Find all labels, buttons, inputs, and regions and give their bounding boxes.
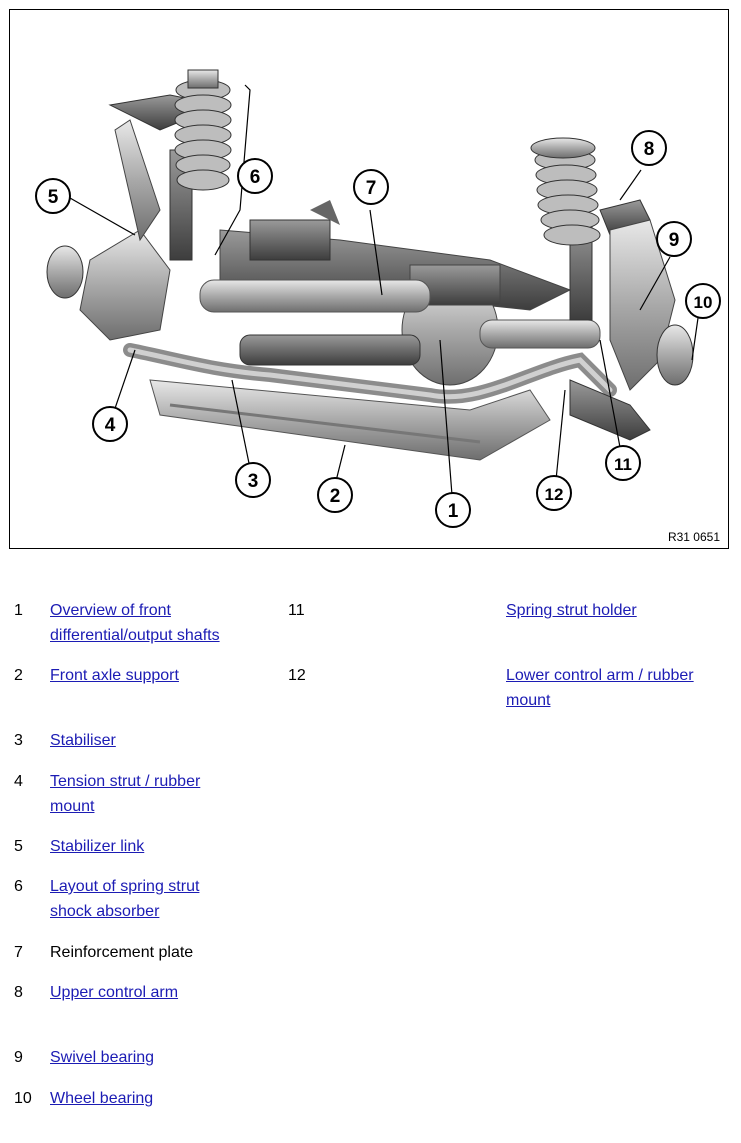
legend-number: 6 [14,878,23,895]
svg-text:4: 4 [105,415,116,436]
legend-number: 8 [14,984,23,1001]
left-spring [174,79,232,191]
legend-number: 2 [14,667,23,684]
callout-5: 5 [35,178,71,214]
legend-number: 9 [14,1049,23,1066]
svg-text:1: 1 [448,501,459,522]
callout-9: 9 [656,221,692,257]
svg-text:2: 2 [330,486,341,507]
svg-text:8: 8 [644,139,655,160]
legend-link-wheel-bearing[interactable]: Wheel bearing [50,1090,154,1107]
legend-link-stabilizer-link[interactable]: Stabilizer link [50,838,145,855]
legend-number: 11 [288,602,305,619]
svg-text:3: 3 [248,471,259,492]
right-spring [534,149,601,246]
callout-10: 10 [685,283,721,319]
axle-diagram: 1 2 3 4 5 6 7 8 9 10 11 12 R31 0651 [9,9,729,549]
legend-link-stabiliser[interactable]: Stabiliser [50,732,116,749]
svg-text:9: 9 [669,230,680,251]
legend-number: 4 [14,773,23,790]
svg-text:5: 5 [48,187,59,208]
svg-text:7: 7 [366,178,377,199]
legend-number: 5 [14,838,23,855]
figure-reference: R31 0651 [667,530,720,544]
leader-lines [69,84,699,509]
callout-11: 11 [605,445,641,481]
axle-support-shape [149,379,551,461]
callout-1: 1 [435,492,471,528]
legend-link-swivel-bearing[interactable]: Swivel bearing [50,1049,155,1066]
callout-7: 7 [353,169,389,205]
svg-text:10: 10 [694,293,713,312]
svg-text:11: 11 [614,455,632,474]
svg-text:6: 6 [250,167,261,188]
legend-number: 7 [14,944,23,961]
legend-number: 3 [14,732,23,749]
legend-link-axle-support[interactable]: Front axle support [50,667,179,684]
legend-number: 1 [14,602,23,619]
legend-text-reinforcement-plate: Reinforcement plate [50,944,194,961]
legend-number: 12 [288,667,306,684]
svg-text:12: 12 [545,485,564,504]
callout-6: 6 [237,158,273,194]
axle-illustration: 1 2 3 4 5 6 7 8 9 10 11 12 [35,69,721,528]
legend-number: 10 [14,1090,32,1107]
callout-12: 12 [536,475,572,511]
callout-4: 4 [92,406,128,442]
legend-link-upper-control-arm[interactable]: Upper control arm [50,984,179,1001]
callout-markers: 1 2 3 4 5 6 7 8 9 10 11 12 [35,130,721,528]
callout-2: 2 [317,477,353,513]
callout-3: 3 [235,462,271,498]
callout-8: 8 [631,130,667,166]
legend-link-spring-strut-holder[interactable]: Spring strut holder [506,602,637,619]
